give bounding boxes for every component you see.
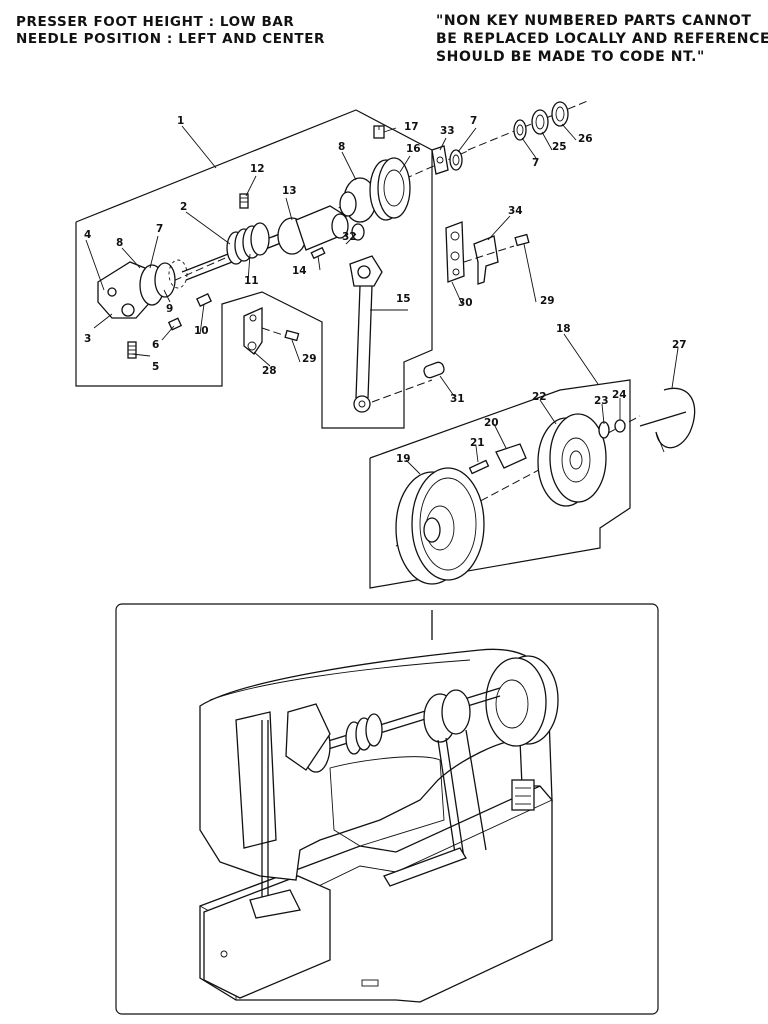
header-left-line1: PRESSER FOOT HEIGHT : LOW BAR — [16, 14, 295, 30]
callout-31: 31 — [450, 393, 465, 405]
part-eccentric-13 — [277, 205, 349, 255]
callout-33: 33 — [440, 125, 455, 137]
shaft-axis-right — [467, 99, 591, 151]
callout-8a: 8 — [116, 237, 123, 249]
header-right-note: "NON KEY NUMBERED PARTS CANNOT BE REPLACE… — [436, 12, 768, 66]
screw-29-right — [463, 233, 530, 263]
callout-14: 14 — [292, 265, 307, 277]
screw-21 — [468, 459, 490, 475]
callout-23: 23 — [594, 395, 609, 407]
plate-34 — [473, 235, 499, 285]
header-right-line3: SHOULD BE MADE TO CODE NT." — [436, 49, 705, 65]
callout-30: 30 — [458, 297, 473, 309]
nut-24 — [614, 419, 626, 433]
part-bushing-32 — [351, 223, 365, 241]
callout-11: 11 — [244, 275, 259, 287]
header-left-line2: NEEDLE POSITION : LEFT AND CENTER — [16, 31, 326, 47]
callout-7c: 7 — [532, 157, 539, 169]
callout-7b: 7 — [470, 115, 477, 127]
callout-12: 12 — [250, 163, 265, 175]
part-bracket-28 — [243, 306, 300, 355]
screw-5 — [127, 341, 137, 359]
sewing-machine-illustration — [199, 610, 559, 1003]
callout-26: 26 — [578, 133, 593, 145]
callout-18: 18 — [556, 323, 571, 335]
callout-32: 32 — [342, 231, 357, 243]
leader-lines — [85, 123, 679, 475]
callout-19: 19 — [396, 453, 411, 465]
location-inset-frame — [115, 603, 659, 1015]
callout-21: 21 — [470, 437, 485, 449]
part-crank-left — [97, 259, 188, 319]
part-handwheel-19 — [395, 467, 485, 585]
callout-20: 20 — [484, 417, 499, 429]
callout-34: 34 — [508, 205, 523, 217]
callout-15: 15 — [396, 293, 411, 305]
part-bracket-33 — [431, 145, 449, 175]
callout-28: 28 — [262, 365, 277, 377]
part-clutch-20 — [495, 443, 527, 469]
washer-23 — [598, 421, 610, 439]
screw-10 — [196, 292, 212, 308]
callout-25: 25 — [552, 141, 567, 153]
header-right-line2: BE REPLACED LOCALLY AND REFERENCE — [436, 31, 768, 47]
rating-plate — [511, 779, 535, 811]
header-right-line1: "NON KEY NUMBERED PARTS CANNOT — [436, 13, 752, 29]
screw-14 — [310, 246, 326, 260]
callout-3: 3 — [84, 333, 91, 345]
callout-29a: 29 — [302, 353, 317, 365]
ring-26 — [551, 101, 569, 127]
callout-17: 17 — [404, 121, 419, 133]
plate-30 — [445, 221, 465, 283]
callout-2: 2 — [180, 201, 187, 213]
callout-6: 6 — [152, 339, 159, 351]
callout-29b: 29 — [540, 295, 555, 307]
callout-16: 16 — [406, 143, 421, 155]
screw-17 — [373, 125, 385, 139]
callout-9: 9 — [166, 303, 173, 315]
part-clutch-disc-22 — [537, 413, 607, 507]
washer-7-right — [513, 119, 527, 141]
screw-6 — [167, 317, 183, 331]
ring-25 — [531, 109, 549, 135]
callout-4: 4 — [84, 229, 91, 241]
pin-31 — [371, 361, 445, 403]
screw-12 — [239, 193, 249, 209]
part-spring-clip-27 — [639, 387, 696, 453]
part-worm-gear-11 — [226, 222, 270, 265]
assembly-18-outline — [369, 379, 631, 589]
callout-1: 1 — [177, 115, 184, 127]
part-gear-16 — [339, 157, 411, 223]
callout-10: 10 — [194, 325, 209, 337]
callout-7a: 7 — [156, 223, 163, 235]
callout-13: 13 — [282, 185, 297, 197]
callout-24: 24 — [612, 389, 627, 401]
callout-22: 22 — [532, 391, 547, 403]
callout-27: 27 — [672, 339, 687, 351]
callout-8b: 8 — [338, 141, 345, 153]
callout-5: 5 — [152, 361, 159, 373]
washer-7-upper — [449, 149, 463, 171]
part-connecting-rod-15 — [349, 255, 383, 413]
